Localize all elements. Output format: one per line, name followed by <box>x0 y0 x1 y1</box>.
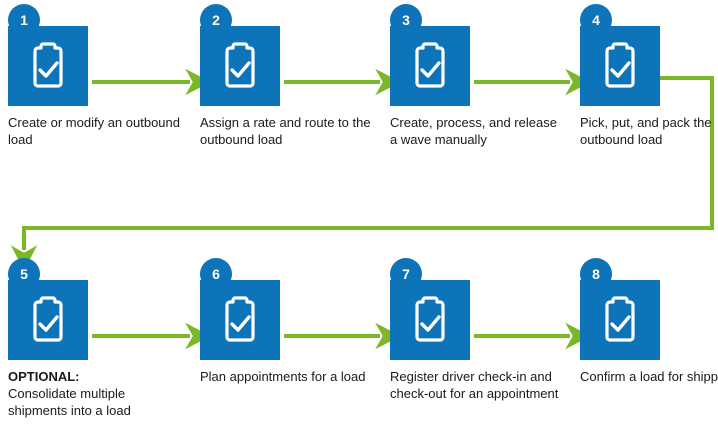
step-caption-text-3: Create, process, and release a wave manu… <box>390 115 557 147</box>
step-caption-5: OPTIONAL: Consolidate multiple shipments… <box>8 368 180 419</box>
step-caption-text-1: Create or modify an outbound load <box>8 115 180 147</box>
step-caption-text-5: Consolidate multiple shipments into a lo… <box>8 386 131 418</box>
clipboard-check-icon <box>225 296 255 342</box>
step-tile-5 <box>8 280 88 360</box>
clipboard-check-icon <box>33 296 63 342</box>
step-tile-3 <box>390 26 470 106</box>
step-caption-8: Confirm a load for shipping <box>580 368 718 385</box>
step-caption-6: Plan appointments for a load <box>200 368 372 385</box>
step-tile-2 <box>200 26 280 106</box>
clipboard-check-icon <box>415 42 445 88</box>
step-optional-label-5: OPTIONAL: <box>8 369 80 384</box>
clipboard-check-icon <box>33 42 63 88</box>
step-tile-4 <box>580 26 660 106</box>
step-caption-text-2: Assign a rate and route to the outbound … <box>200 115 371 147</box>
step-caption-text-7: Register driver check-in and check-out f… <box>390 369 559 401</box>
step-caption-text-6: Plan appointments for a load <box>200 369 366 384</box>
step-caption-text-4: Pick, put, and pack the outbound load <box>580 115 712 147</box>
clipboard-check-icon <box>225 42 255 88</box>
clipboard-check-icon <box>605 296 635 342</box>
step-tile-8 <box>580 280 660 360</box>
step-tile-7 <box>390 280 470 360</box>
step-caption-7: Register driver check-in and check-out f… <box>390 368 562 402</box>
step-caption-1: Create or modify an outbound load <box>8 114 180 148</box>
step-caption-4: Pick, put, and pack the outbound load <box>580 114 718 148</box>
step-caption-2: Assign a rate and route to the outbound … <box>200 114 372 148</box>
step-caption-text-8: Confirm a load for shipping <box>580 369 718 384</box>
step-tile-1 <box>8 26 88 106</box>
clipboard-check-icon <box>605 42 635 88</box>
clipboard-check-icon <box>415 296 445 342</box>
step-caption-3: Create, process, and release a wave manu… <box>390 114 562 148</box>
step-tile-6 <box>200 280 280 360</box>
